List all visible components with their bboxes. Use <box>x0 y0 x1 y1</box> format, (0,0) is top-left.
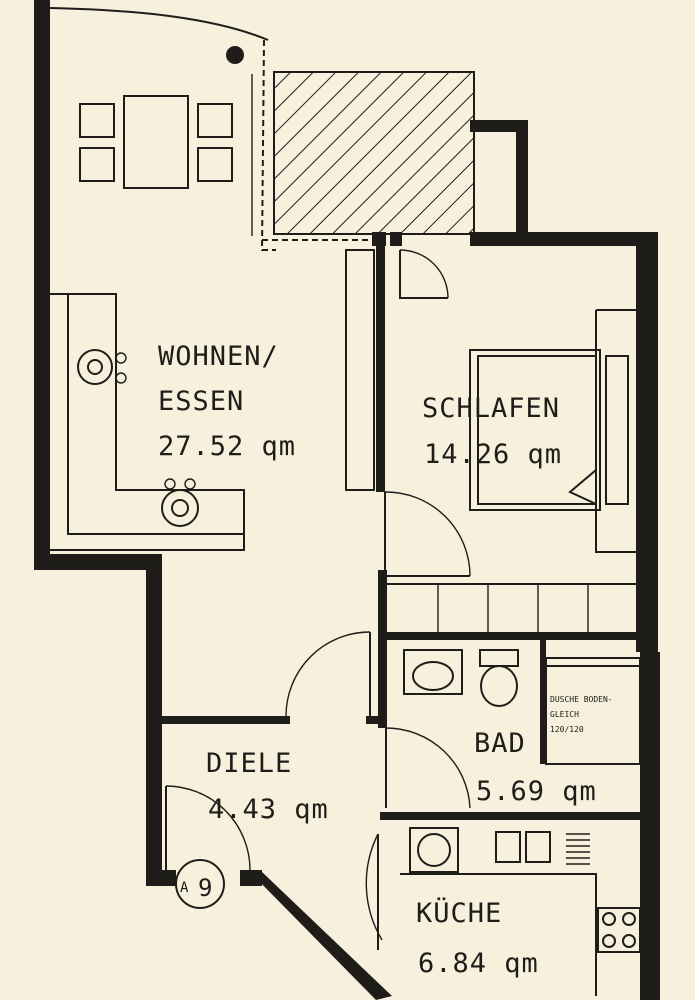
room-schlafen-name: SCHLAFEN <box>422 393 560 424</box>
room-wohnen-area: 27.52 qm <box>158 431 296 462</box>
room-wohnen-name-line2: ESSEN <box>158 386 244 417</box>
shower-note-line2: GLEICH <box>550 710 579 719</box>
kitchen-fixtures <box>400 827 641 996</box>
room-kueche-area: 6.84 qm <box>418 948 539 979</box>
entrance-marker-letter: A <box>180 880 189 896</box>
balcony <box>262 71 475 241</box>
entrance-marker <box>175 859 225 909</box>
shaft <box>345 249 375 491</box>
dining-table-set <box>79 95 233 189</box>
room-kueche-name: KÜCHE <box>416 897 502 929</box>
exterior-walls <box>34 0 660 1000</box>
interior-walls <box>162 246 640 820</box>
kitchenette-counter <box>50 293 245 551</box>
bathroom-fixtures <box>403 649 641 765</box>
shower-note-line1: DUSCHE BODEN- <box>550 695 613 704</box>
entrance-marker-number: 9 <box>198 874 212 902</box>
column-dot <box>226 46 244 64</box>
room-diele-name: DIELE <box>206 748 292 779</box>
room-diele-area: 4.43 qm <box>208 794 329 825</box>
room-bad-area: 5.69 qm <box>476 776 597 807</box>
room-bad-name: BAD <box>474 728 526 759</box>
room-schlafen-area: 14.26 qm <box>424 439 562 470</box>
bay-window <box>49 7 276 251</box>
shower-note-line3: 120/120 <box>550 725 584 734</box>
bed <box>469 309 636 553</box>
room-wohnen-name-line1: WOHNEN/ <box>158 341 279 372</box>
door-swings <box>165 249 471 950</box>
wardrobe <box>387 583 636 632</box>
